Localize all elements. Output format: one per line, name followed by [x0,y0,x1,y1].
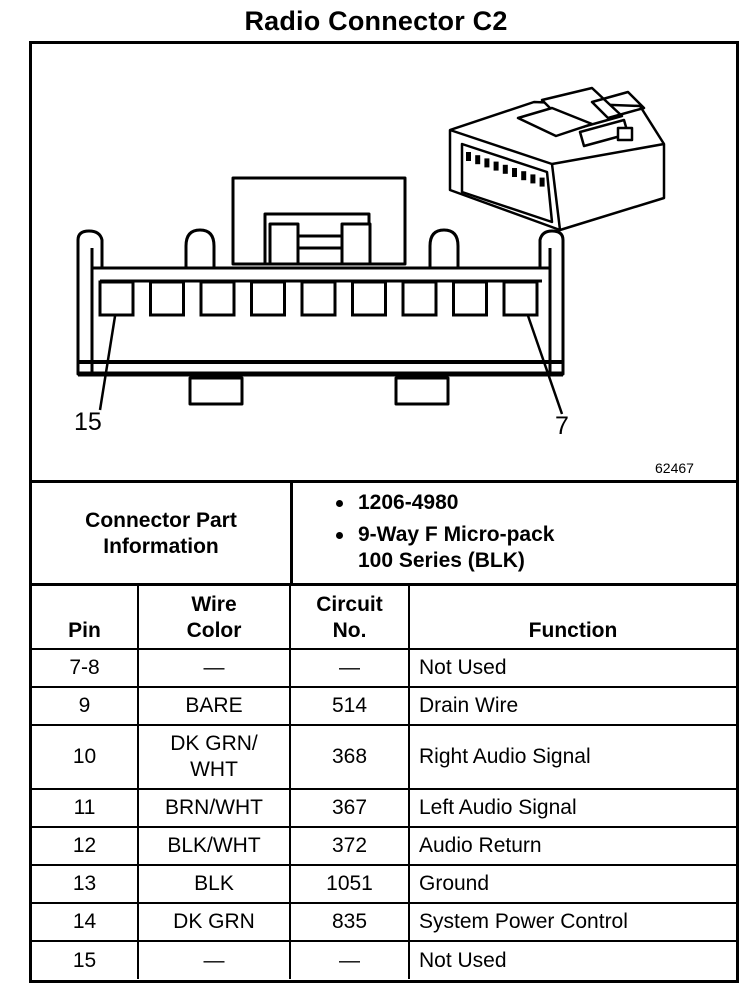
connector-cavity [351,280,387,317]
header-function: Function [408,586,736,650]
iso-cavity [502,164,508,174]
connector-cavity [149,280,185,317]
wire-color-cell: — [137,940,291,979]
connector-cavity [401,280,438,317]
pin-table-header: Pin Wire Color Circuit No. Function [32,586,736,650]
iso-cavity [475,155,481,165]
table-row: 10 DK GRN/ WHT 368 Right Audio Signal [32,724,736,790]
pin-cell: 11 [32,788,139,828]
iso-cavity [512,168,517,177]
circuit-cell: — [289,940,410,979]
function-cell: Left Audio Signal [408,788,736,828]
wire-color-cell: BLK/WHT [137,826,291,866]
pin-cell: 7-8 [32,648,139,688]
table-row: 14 DK GRN 835 System Power Control [32,902,736,942]
function-cell: Ground [408,864,736,904]
divider-line [32,583,736,586]
leader-line-7 [524,309,564,415]
isometric-connector-view [448,86,666,232]
function-cell: Not Used [408,648,736,688]
pin-cell: 14 [32,902,139,942]
pin-cell: 13 [32,864,139,904]
pin-cell: 15 [32,940,139,979]
header-wire-color: Wire Color [137,586,291,650]
wire-color-cell: BRN/WHT [137,788,291,828]
header-pin: Pin [32,586,139,650]
connector-face-illustration [76,86,666,415]
iso-cavity [484,158,490,168]
circuit-cell: 835 [289,902,410,942]
divider-line [32,480,736,483]
table-row: 7-8 — — Not Used [32,648,736,688]
iso-cavity [466,152,471,161]
part-number: 1206-4980 [332,490,732,516]
iso-cavity [530,174,536,184]
connector-cavity [250,280,286,317]
iso-cavity [493,161,499,171]
connector-cavity [199,280,236,317]
latch-housing [231,176,407,266]
wire-color-cell: BLK [137,864,291,904]
connector-cavity [452,280,488,317]
function-cell: Audio Return [408,826,736,866]
function-cell: Right Audio Signal [408,724,736,790]
diagram-title: Radio Connector C2 [244,6,508,36]
table-row: 9 BARE 514 Drain Wire [32,686,736,726]
pin-cell: 12 [32,826,139,866]
table-row: 12 BLK/WHT 372 Audio Return [32,826,736,866]
circuit-cell: — [289,648,410,688]
part-description-line2: 100 Series (BLK) [358,549,525,572]
circuit-cell: 514 [289,686,410,726]
wire-color-cell: DK GRN [137,902,291,942]
header-wire-color-line2: Color [186,619,242,642]
part-description-line1: 9-Way F Micro-pack [358,523,555,546]
table-row: 11 BRN/WHT 367 Left Audio Signal [32,788,736,828]
connector-sheet: 15 7 62467 Connector Part Information 12… [29,41,739,983]
function-cell: Not Used [408,940,736,979]
bottom-tab-right [394,376,450,406]
cavity-row [98,280,539,317]
wire-color-cell: — [137,648,291,688]
header-wire-color-line1: Wire [191,593,237,616]
circuit-cell: 367 [289,788,410,828]
header-circuit-line1: Circuit [316,593,383,616]
header-circuit: Circuit No. [289,586,410,650]
function-cell: Drain Wire [408,686,736,726]
part-info-divider [290,483,293,583]
connector-part-label-line1: Connector Part [85,508,237,532]
connector-cavity [98,280,135,317]
connector-part-label: Connector Part Information [32,485,290,582]
function-cell: System Power Control [408,902,736,942]
connector-cavity [300,280,337,317]
pin-cell: 10 [32,724,139,790]
connector-part-info: 1206-4980 9-Way F Micro-pack 100 Series … [332,490,732,580]
circuit-cell: 372 [289,826,410,866]
pin-label-15: 15 [74,408,102,436]
table-row: 15 — — Not Used [32,940,736,979]
part-description: 9-Way F Micro-pack 100 Series (BLK) [332,522,732,574]
wire-color-cell: DK GRN/ WHT [137,724,291,790]
iso-cavity [539,177,545,187]
leader-line-15 [98,309,118,411]
wire-color-line2: WHT [190,758,238,781]
connector-drawing: 15 7 62467 [32,44,736,480]
iso-cavity [521,171,527,181]
wire-color-line1: DK GRN/ [170,732,258,755]
circuit-cell: 1051 [289,864,410,904]
header-circuit-line2: No. [332,619,367,642]
connector-cavity [502,280,539,317]
figure-number: 62467 [655,460,694,476]
connector-part-label-line2: Information [103,534,219,558]
pin-table: Pin Wire Color Circuit No. Function 7-8 … [32,586,736,979]
circuit-cell: 368 [289,724,410,790]
wire-color-cell: BARE [137,686,291,726]
table-row: 13 BLK 1051 Ground [32,864,736,904]
bottom-tab-left [188,376,244,406]
pin-label-7: 7 [555,412,569,440]
pin-cell: 9 [32,686,139,726]
